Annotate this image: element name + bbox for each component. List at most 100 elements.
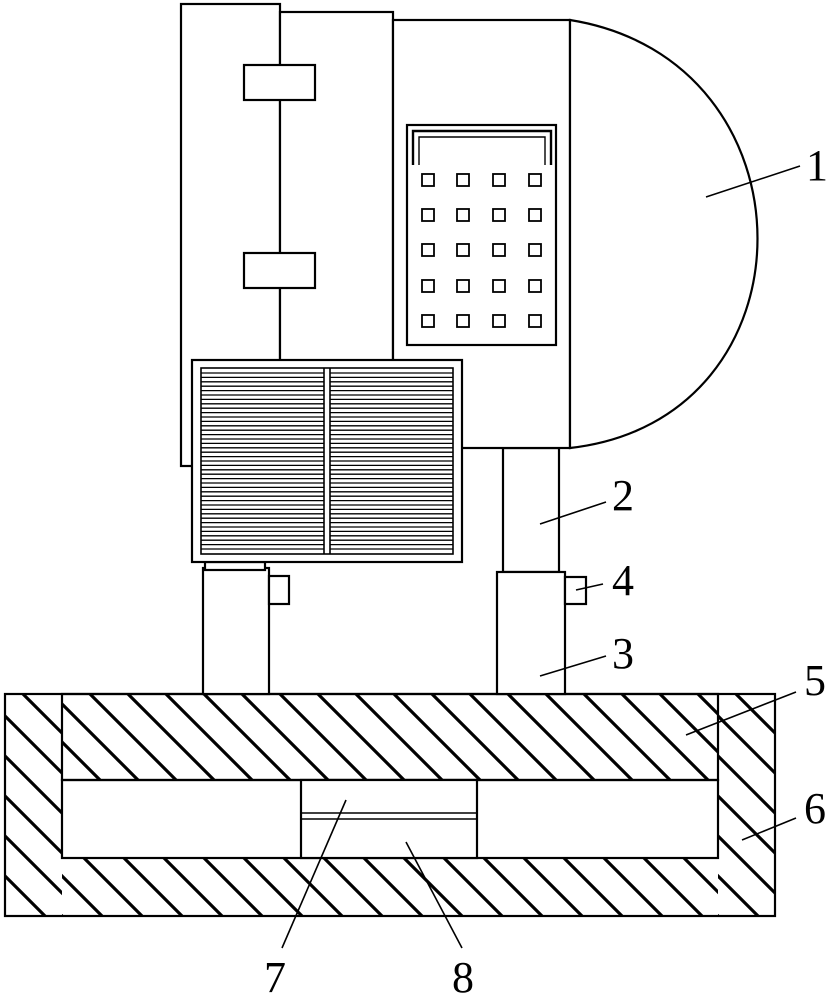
callout-1: 1: [806, 141, 828, 190]
base-hatch-line: [718, 873, 760, 916]
right-column: [495, 446, 588, 696]
callout-4: 4: [612, 556, 634, 605]
panel-button: [528, 243, 542, 257]
base-hatch-line: [5, 713, 62, 776]
sleeve: [495, 570, 567, 696]
panel-button: [528, 173, 542, 187]
base-hatch-line: [242, 858, 304, 916]
top-plate-hatch-line: [240, 694, 330, 780]
panel-button: [456, 173, 470, 187]
base-hatch-line: [162, 858, 224, 916]
base-left-hatch: [5, 694, 62, 916]
callout-2: 2: [612, 471, 634, 520]
base-hatch-line: [282, 858, 344, 916]
leader-lines: [281, 165, 801, 949]
base-hatch-line: [402, 858, 464, 916]
panel-button: [492, 243, 506, 257]
base-hatch-line: [21, 694, 62, 736]
base-hatch-line: [482, 858, 544, 916]
rod: [501, 446, 561, 574]
locking-bolt: [563, 575, 588, 606]
base-hatch-line: [82, 858, 144, 916]
callout-6: 6: [804, 784, 826, 833]
base-hatch-line: [322, 858, 384, 916]
left-column: [201, 560, 291, 696]
panel-button: [528, 314, 542, 328]
base-hatch-line: [5, 793, 62, 856]
base-hatch-line: [5, 833, 62, 896]
panel-button: [456, 208, 470, 222]
base-hatch-line: [682, 858, 718, 895]
top-plate-hatch-line: [430, 694, 520, 780]
leader-5: [685, 691, 797, 736]
base-hatch-line: [5, 753, 62, 816]
panel-button: [492, 208, 506, 222]
dome: [568, 18, 759, 450]
top-plate-hatch-line: [62, 739, 102, 780]
top-plate-hatch-line: [506, 694, 596, 780]
base-bottom-hatch: [62, 858, 718, 916]
base-hatch-line: [522, 858, 584, 916]
panel-button: [492, 314, 506, 328]
top-plate-hatch-line: [164, 694, 254, 780]
control-panel: [405, 123, 558, 347]
base-hatch-line: [202, 858, 264, 916]
base-hatch-line: [718, 753, 775, 816]
spring-block: [299, 778, 479, 860]
panel-button: [421, 279, 435, 293]
left-bolt: [267, 574, 291, 606]
panel-button: [456, 314, 470, 328]
top-plate-hatch-line: [88, 694, 178, 780]
base-hatch-line: [562, 858, 624, 916]
leader-8: [405, 841, 463, 949]
leader-6: [741, 817, 797, 841]
callout-7: 7: [264, 953, 286, 1000]
base-hatch-line: [442, 858, 504, 916]
panel-button: [456, 279, 470, 293]
upper-latch: [242, 63, 317, 102]
top-plate-hatch-line: [316, 694, 406, 780]
top-plate-hatch-line: [582, 694, 672, 780]
panel-button: [421, 173, 435, 187]
callout-5: 5: [804, 656, 826, 705]
base-hatch-line: [62, 873, 104, 916]
base-hatch-line: [718, 713, 775, 776]
top-plate-hatch-line: [126, 694, 216, 780]
leader-1: [705, 165, 801, 198]
callout-8: 8: [452, 953, 474, 1000]
panel-button: [492, 279, 506, 293]
vent-grille: [190, 358, 464, 564]
panel-button: [421, 243, 435, 257]
base-hatch-line: [718, 833, 775, 896]
top-plate-hatch-line: [278, 694, 368, 780]
lower-latch: [242, 251, 317, 290]
callout-labels: 1 2 3 4 5 6 7 8: [264, 141, 828, 1000]
base-hatch-line: [5, 873, 47, 916]
leader-3: [539, 655, 607, 677]
panel-button: [421, 208, 435, 222]
top-plate-hatch-line: [620, 694, 710, 780]
panel-button: [528, 279, 542, 293]
top-plate-hatch-line: [202, 694, 292, 780]
top-plate-hatch-line: [658, 694, 718, 755]
base-right-hatch: [718, 694, 775, 916]
leader-7: [281, 799, 347, 949]
top-plate-hatch-line: [392, 694, 482, 780]
top-plate-hatch-line: [468, 694, 558, 780]
top-plate-hatch-line: [696, 694, 718, 717]
top-plate-hatch-line: [544, 694, 634, 780]
panel-button: [528, 208, 542, 222]
callout-3: 3: [612, 629, 634, 678]
leader-4: [575, 583, 604, 591]
base-hatch-line: [602, 858, 664, 916]
button-grid: [421, 173, 542, 328]
base-hatch-line: [734, 694, 775, 736]
top-plate-hatch-line: [62, 701, 140, 780]
base-hatch-line: [718, 793, 775, 856]
base-hatch-line: [362, 858, 424, 916]
top-plate-hatch-line: [354, 694, 444, 780]
leader-2: [539, 501, 607, 525]
base-hatch-line: [642, 858, 704, 916]
panel-button: [421, 314, 435, 328]
panel-button: [492, 173, 506, 187]
